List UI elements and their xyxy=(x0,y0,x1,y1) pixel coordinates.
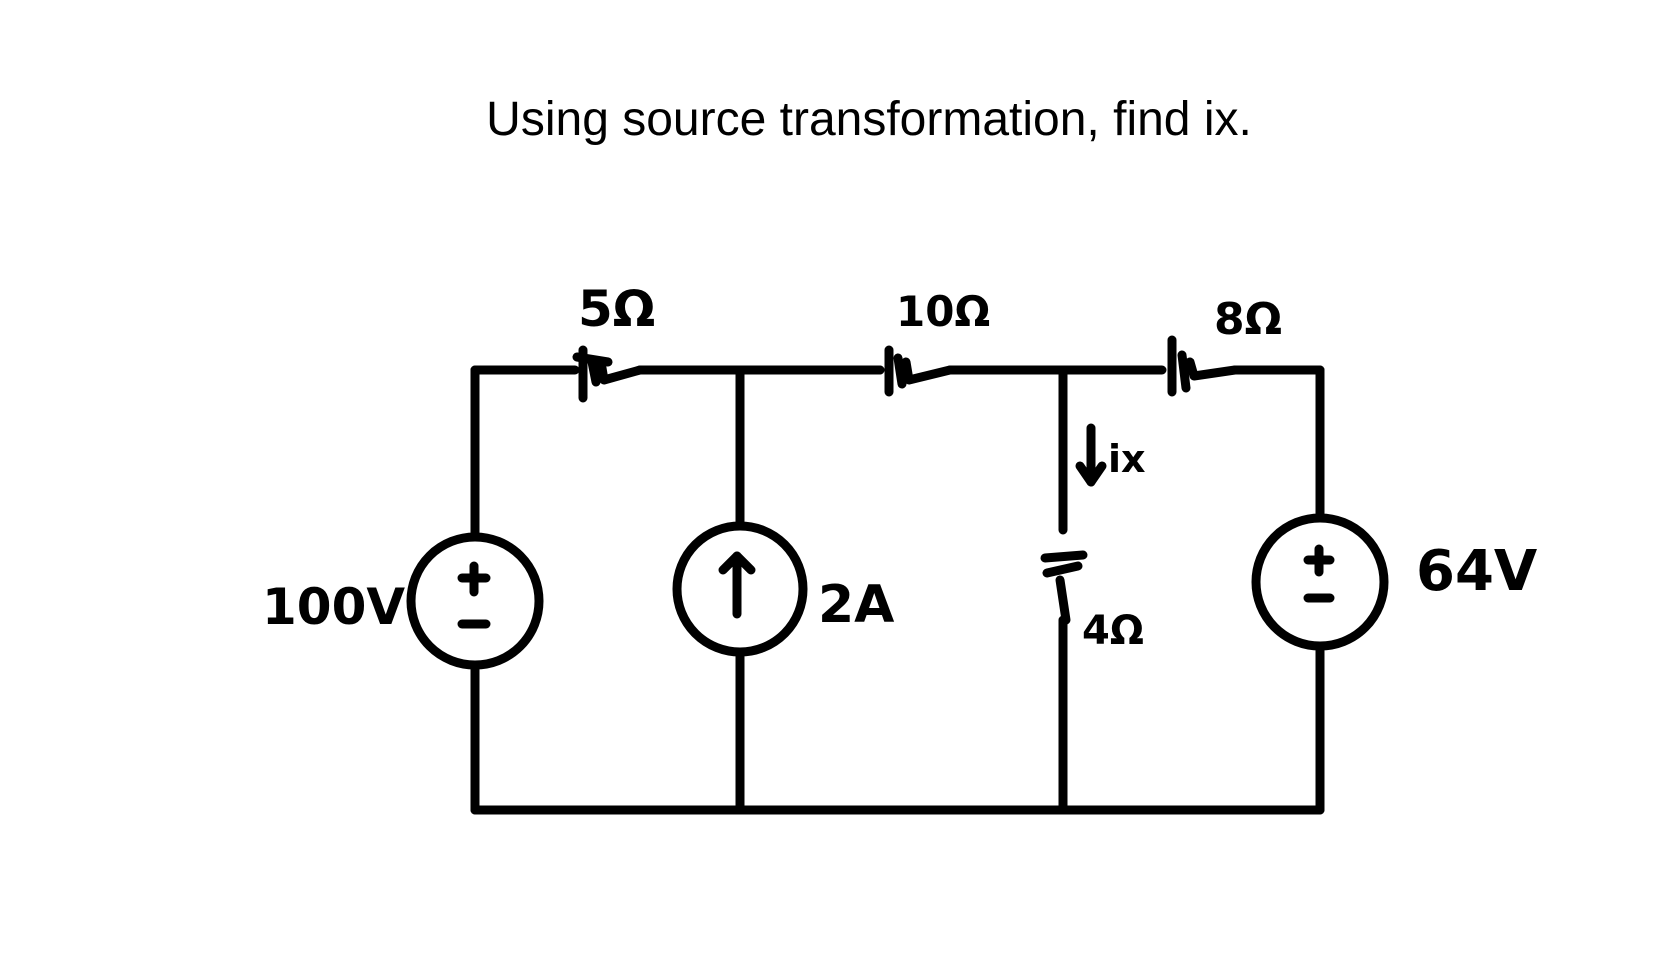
ix-arrow-icon xyxy=(1075,461,1107,487)
label-5-ohm: 5Ω xyxy=(578,280,655,338)
label-8-ohm: 8Ω xyxy=(1214,294,1282,345)
label-4-ohm: 4Ω xyxy=(1082,608,1144,654)
current-source-2a-icon xyxy=(672,521,808,657)
label-64v: 64V xyxy=(1416,539,1538,604)
resistor-8-ohm-icon xyxy=(1145,335,1240,397)
voltage-source-64v-icon xyxy=(1251,513,1389,651)
label-100v: 100V xyxy=(262,578,405,636)
label-2a: 2A xyxy=(818,575,894,635)
resistor-4-ohm-icon xyxy=(1040,515,1088,625)
question-text: Using source transformation, find ix. xyxy=(486,93,1252,146)
label-ix: ix xyxy=(1108,437,1146,481)
resistor-10-ohm-icon xyxy=(865,345,955,397)
label-10-ohm: 10Ω xyxy=(896,287,990,336)
arrow-up-icon xyxy=(718,551,756,575)
voltage-source-100v-icon xyxy=(406,532,544,670)
resistor-5-ohm-icon xyxy=(557,345,645,403)
